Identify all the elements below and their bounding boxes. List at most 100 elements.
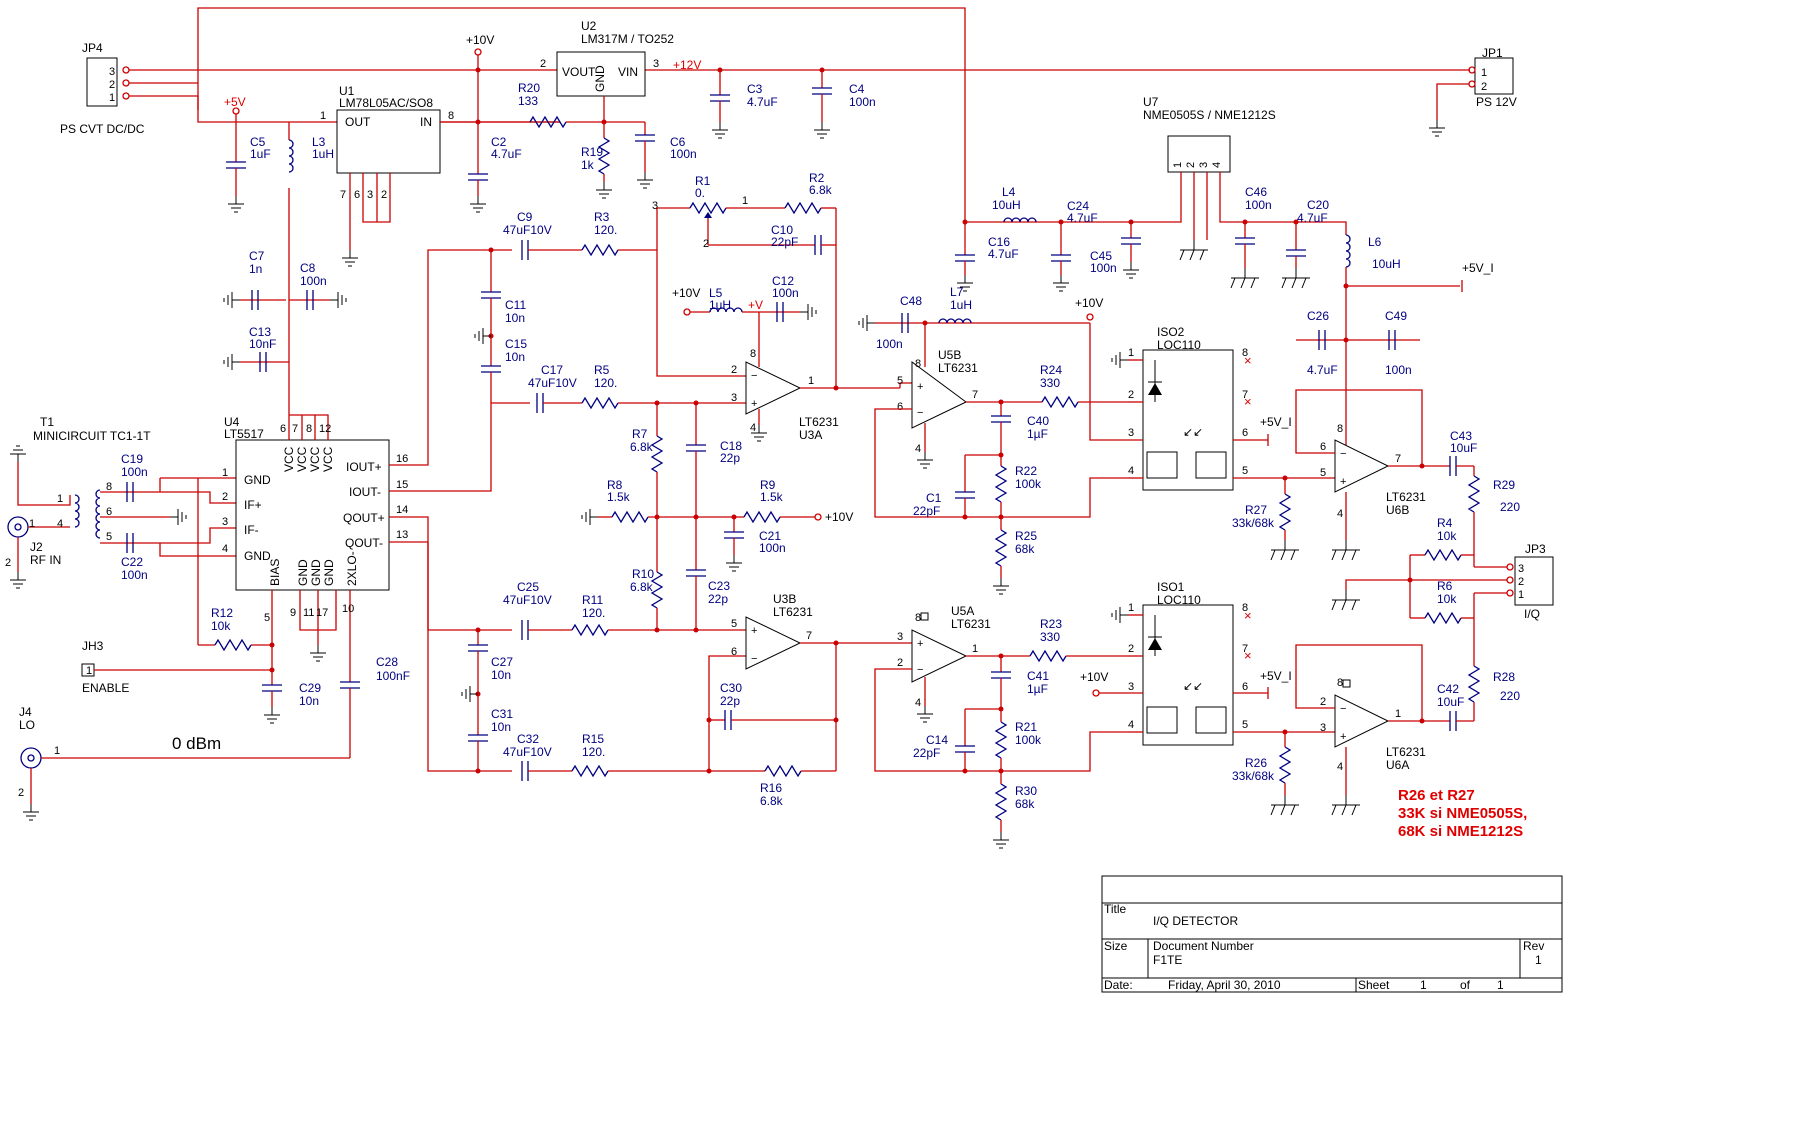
svg-text:33k/68k: 33k/68k bbox=[1232, 516, 1275, 530]
svg-text:VCC: VCC bbox=[282, 446, 296, 472]
svg-text:+: + bbox=[751, 625, 757, 637]
svg-text:3: 3 bbox=[367, 189, 373, 201]
svg-text:QOUT+: QOUT+ bbox=[343, 511, 385, 525]
svg-text:VCC: VCC bbox=[308, 446, 322, 472]
svg-text:Title: Title bbox=[1104, 902, 1127, 916]
svg-text:10uH: 10uH bbox=[1372, 257, 1401, 271]
svg-text:330: 330 bbox=[1040, 630, 1060, 644]
svg-text:R6: R6 bbox=[1437, 579, 1453, 593]
svg-text:4: 4 bbox=[915, 697, 921, 709]
svg-text:C15: C15 bbox=[505, 337, 527, 351]
svg-text:R25: R25 bbox=[1015, 529, 1037, 543]
svg-text:+: + bbox=[751, 398, 757, 410]
svg-text:17: 17 bbox=[316, 607, 328, 619]
svg-text:2: 2 bbox=[1481, 81, 1487, 93]
svg-text:1: 1 bbox=[1481, 67, 1487, 79]
svg-text:C21: C21 bbox=[759, 529, 781, 543]
svg-text:1: 1 bbox=[109, 92, 115, 104]
svg-text:6: 6 bbox=[106, 506, 112, 518]
svg-text:R1: R1 bbox=[695, 174, 711, 188]
svg-text:C46: C46 bbox=[1245, 185, 1267, 199]
svg-text:5: 5 bbox=[731, 618, 737, 630]
u7-dcdc bbox=[1167, 135, 1231, 173]
svg-text:2: 2 bbox=[540, 58, 546, 70]
svg-text:C8: C8 bbox=[300, 261, 316, 275]
svg-text:LT6231: LT6231 bbox=[938, 361, 978, 375]
svg-text:C32: C32 bbox=[517, 732, 539, 746]
svg-text:1uH: 1uH bbox=[312, 147, 334, 161]
svg-text:5: 5 bbox=[106, 531, 112, 543]
svg-text:LT6231: LT6231 bbox=[773, 605, 813, 619]
svg-text:C19: C19 bbox=[121, 452, 143, 466]
svg-text:C13: C13 bbox=[249, 325, 271, 339]
svg-text:U4: U4 bbox=[224, 415, 240, 429]
lo-level-label: 0 dBm bbox=[172, 734, 221, 753]
svg-text:C45: C45 bbox=[1090, 249, 1112, 263]
svg-text:22p: 22p bbox=[708, 592, 728, 606]
svg-text:L4: L4 bbox=[1002, 185, 1016, 199]
u6b-opamp bbox=[1334, 439, 1390, 493]
svg-text:100n: 100n bbox=[670, 147, 697, 161]
svg-text:Friday, April 30, 2010: Friday, April 30, 2010 bbox=[1168, 978, 1281, 992]
svg-text:−: − bbox=[917, 664, 923, 676]
svg-text:J2: J2 bbox=[30, 540, 43, 554]
svg-text:R27: R27 bbox=[1245, 503, 1267, 517]
svg-text:3: 3 bbox=[653, 58, 659, 70]
svg-text:3: 3 bbox=[652, 200, 658, 212]
svg-text:1uH: 1uH bbox=[950, 298, 972, 312]
svg-text:4.7uF: 4.7uF bbox=[1067, 211, 1098, 225]
svg-text:+5V_I: +5V_I bbox=[1462, 261, 1494, 275]
svg-text:8: 8 bbox=[915, 358, 921, 370]
svg-text:5: 5 bbox=[1320, 467, 1326, 479]
svg-text:↙↙: ↙↙ bbox=[1183, 425, 1203, 439]
svg-text:C2: C2 bbox=[491, 135, 507, 149]
svg-text:+: + bbox=[917, 638, 923, 650]
svg-text:R15: R15 bbox=[582, 732, 604, 746]
svg-text:8: 8 bbox=[1337, 423, 1343, 435]
svg-text:C41: C41 bbox=[1027, 669, 1049, 683]
u3a-opamp bbox=[745, 361, 802, 415]
svg-text:6.8k: 6.8k bbox=[630, 440, 654, 454]
svg-text:10k: 10k bbox=[211, 619, 231, 633]
svg-text:GND: GND bbox=[322, 559, 336, 586]
svg-text:8: 8 bbox=[750, 348, 756, 360]
svg-text:MINICIRCUIT TC1-1T: MINICIRCUIT TC1-1T bbox=[33, 429, 151, 443]
svg-text:6: 6 bbox=[1242, 427, 1248, 439]
svg-text:GND: GND bbox=[244, 549, 271, 563]
svg-text:Date:: Date: bbox=[1104, 978, 1133, 992]
svg-text:7: 7 bbox=[292, 423, 298, 435]
svg-text:133: 133 bbox=[518, 94, 538, 108]
svg-text:10n: 10n bbox=[491, 668, 511, 682]
svg-text:47uF10V: 47uF10V bbox=[528, 376, 577, 390]
svg-text:T1: T1 bbox=[40, 415, 54, 429]
svg-text:U6B: U6B bbox=[1386, 503, 1409, 517]
svg-text:×: × bbox=[1244, 608, 1252, 623]
svg-text:3: 3 bbox=[109, 66, 115, 78]
svg-text:1: 1 bbox=[54, 745, 60, 757]
svg-text:4.7uF: 4.7uF bbox=[1307, 363, 1338, 377]
svg-text:100n: 100n bbox=[121, 465, 148, 479]
svg-text:22pF: 22pF bbox=[913, 746, 940, 760]
svg-text:+: + bbox=[1340, 731, 1346, 743]
svg-text:22p: 22p bbox=[720, 451, 740, 465]
svg-text:4: 4 bbox=[1128, 719, 1134, 731]
svg-text:U3A: U3A bbox=[799, 428, 822, 442]
svg-text:10: 10 bbox=[342, 603, 354, 615]
jp4-ref: JP4 bbox=[82, 41, 103, 55]
svg-text:+5V_I: +5V_I bbox=[1260, 415, 1292, 429]
svg-text:100n: 100n bbox=[849, 95, 876, 109]
svg-text:R22: R22 bbox=[1015, 464, 1037, 478]
svg-text:1uH: 1uH bbox=[709, 298, 731, 312]
svg-text:×: × bbox=[1244, 353, 1252, 368]
svg-text:10k: 10k bbox=[1437, 592, 1457, 606]
u5a-opamp bbox=[911, 629, 968, 683]
svg-text:−: − bbox=[1340, 703, 1346, 715]
svg-text:6.8k: 6.8k bbox=[809, 183, 833, 197]
svg-text:6: 6 bbox=[731, 646, 737, 658]
svg-text:C7: C7 bbox=[249, 249, 265, 263]
svg-text:220: 220 bbox=[1500, 689, 1520, 703]
svg-text:2: 2 bbox=[703, 238, 709, 250]
